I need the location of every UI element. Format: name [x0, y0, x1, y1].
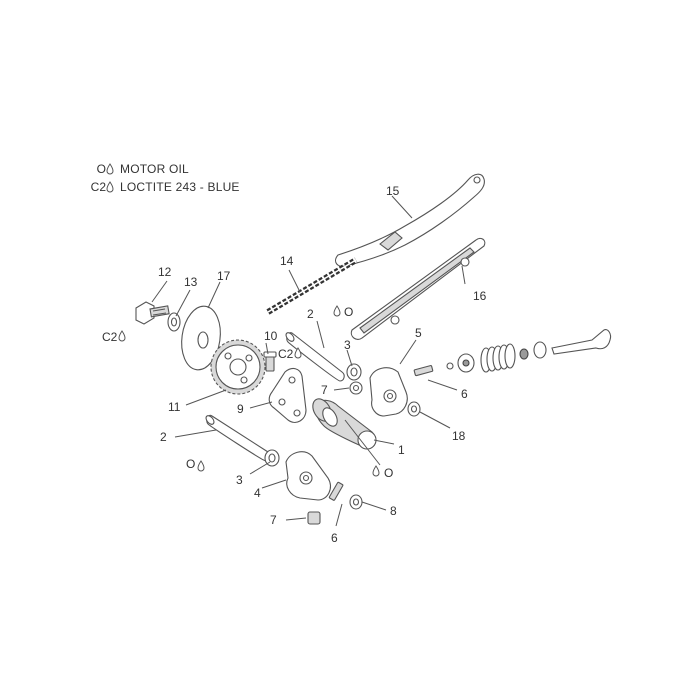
part-7-lower-spacer [307, 511, 321, 525]
part-8-nut [349, 494, 363, 510]
marker-oil-lower-shaft: O [186, 457, 205, 472]
legend: O MOTOR OIL C2 LOCTITE 243 - BLUE [88, 160, 240, 196]
marker-oil-label-3: O [384, 466, 393, 480]
part-11-sprocket [210, 339, 266, 395]
oil-drop-icon [333, 305, 341, 317]
callout-7-upper: 7 [321, 383, 328, 397]
marker-oil-label-1: O [344, 305, 353, 319]
callout-11: 11 [168, 400, 181, 414]
oil-drop-icon [106, 163, 114, 175]
application-markers: C2 C2 O O O [102, 305, 393, 480]
callout-5: 5 [415, 326, 422, 340]
legend-symbol-oil: O [88, 160, 114, 178]
callout-6-lower: 6 [331, 531, 338, 545]
valve-spring [480, 343, 516, 373]
part-15-chain-guide [335, 173, 485, 267]
loctite-symbol-label: C2 [90, 180, 106, 194]
part-13-washer [167, 312, 181, 332]
oil-symbol-label: O [96, 162, 106, 176]
valve-assembly [446, 329, 612, 373]
part-2-upper-shaft [285, 332, 345, 382]
callout-4: 4 [254, 486, 261, 500]
part-6-lower-adjuster [328, 481, 344, 501]
marker-oil-label-2: O [186, 457, 195, 471]
legend-label-loctite: LOCTITE 243 - BLUE [120, 180, 240, 194]
legend-symbol-loctite: C2 [88, 178, 114, 196]
oil-drop-icon [372, 465, 380, 477]
callout-9: 9 [237, 402, 244, 416]
part-18-nut [407, 401, 421, 417]
callout-2-upper: 2 [307, 307, 314, 321]
part-17-disc [181, 305, 221, 371]
callout-16: 16 [473, 289, 487, 303]
legend-item-motor-oil: O MOTOR OIL [88, 160, 240, 178]
part-9-plate [268, 367, 307, 423]
callout-14: 14 [280, 254, 294, 268]
marker-loctite-label-2: C2 [278, 347, 294, 361]
marker-c2-bolt-12: C2 [102, 330, 126, 344]
part-1-camshaft [312, 398, 377, 450]
callout-1: 1 [398, 443, 405, 457]
part-12-bolt [135, 301, 170, 325]
callout-7-lower: 7 [270, 513, 277, 527]
part-4-rocker-arm [285, 451, 331, 501]
legend-item-loctite: C2 LOCTITE 243 - BLUE [88, 178, 240, 196]
callout-12: 12 [158, 265, 172, 279]
part-10-bolt [263, 351, 277, 372]
callout-3-upper: 3 [344, 338, 351, 352]
callout-17: 17 [217, 269, 231, 283]
callout-13: 13 [184, 275, 198, 289]
marker-oil-upper-shaft: O [333, 305, 353, 319]
oil-drop-icon [197, 460, 205, 472]
loctite-drop-icon [118, 330, 126, 342]
part-7-upper-spacer [349, 381, 363, 395]
marker-oil-camshaft: O [372, 465, 393, 480]
part-5-rocker-arm [369, 367, 408, 417]
part-6-upper-adjuster [413, 365, 434, 377]
leader-lines [151, 195, 466, 527]
part-14-timing-chain [266, 257, 358, 315]
loctite-drop-icon [106, 181, 114, 193]
marker-c2-bolt-10: C2 [278, 347, 302, 361]
part-3-upper-washer [346, 363, 362, 381]
part-2-lower-shaft [205, 414, 271, 462]
callout-8: 8 [390, 504, 397, 518]
callout-18: 18 [452, 429, 466, 443]
callout-6-upper: 6 [461, 387, 468, 401]
part-3-lower-washer [264, 449, 280, 467]
legend-label-motor-oil: MOTOR OIL [120, 162, 189, 176]
callout-3-lower: 3 [236, 473, 243, 487]
marker-loctite-label-1: C2 [102, 330, 118, 344]
callout-15: 15 [386, 184, 400, 198]
part-16-tensioner-rail [350, 237, 486, 340]
callout-2-lower: 2 [160, 430, 167, 444]
callout-10: 10 [264, 329, 278, 343]
callout-labels: 15 16 14 12 13 17 11 9 10 2 3 7 5 6 18 1… [158, 184, 487, 545]
